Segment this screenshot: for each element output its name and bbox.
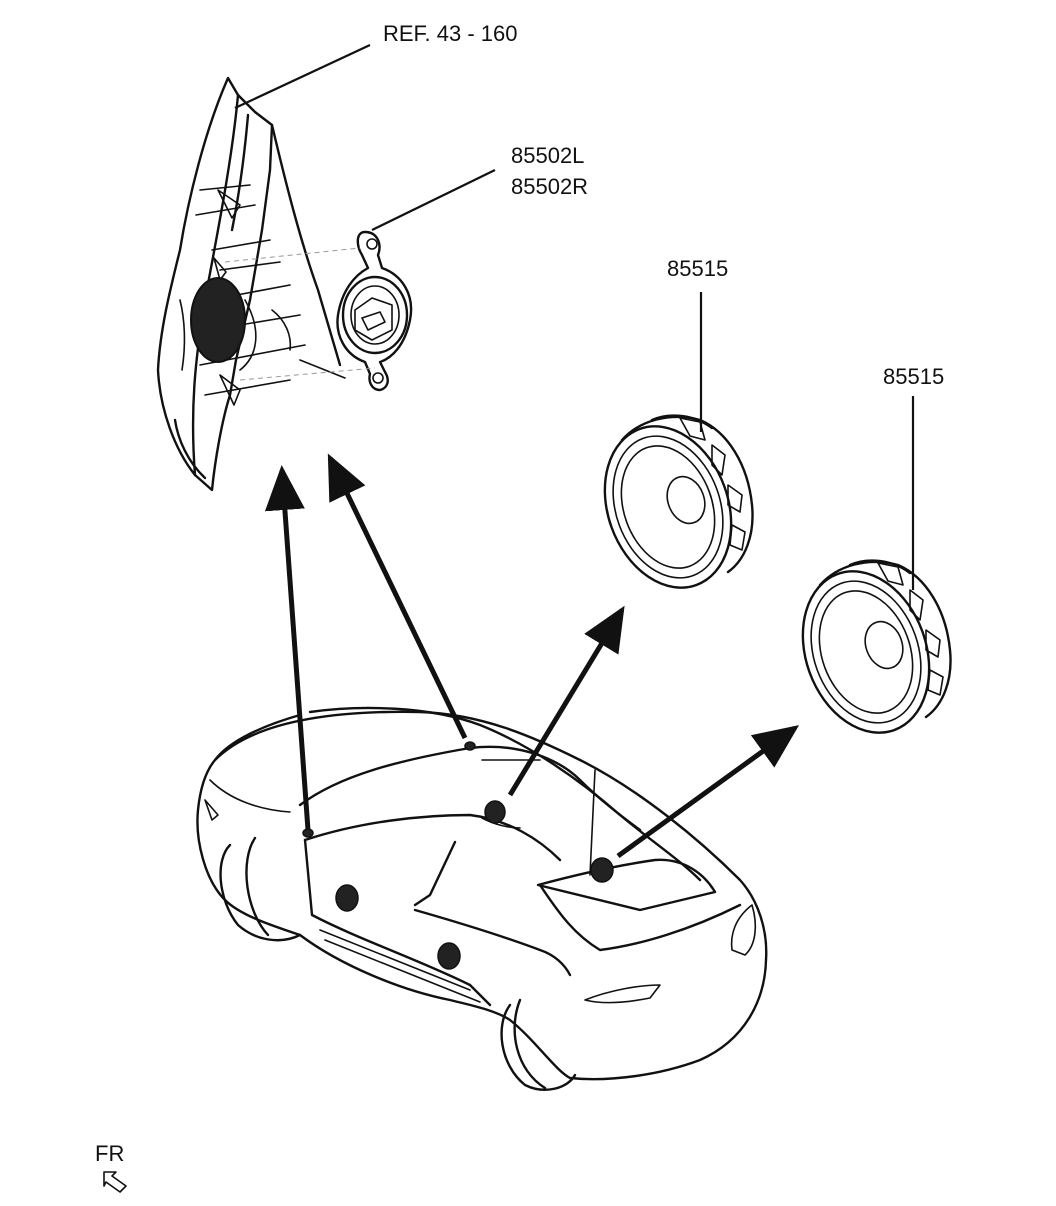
pillar-garnish xyxy=(156,76,346,492)
front-direction-label: FR xyxy=(95,1141,125,1166)
tweeter-unit xyxy=(336,230,413,392)
tweeter-left-label: 85502L xyxy=(511,143,585,168)
ref-label: REF. 43 - 160 xyxy=(383,21,518,46)
vehicle-outline xyxy=(196,706,768,1091)
door-speaker-front xyxy=(603,414,754,589)
speaker-front-label: 85515 xyxy=(667,256,729,281)
tweeter-part-labels: 85502L 85502R xyxy=(511,140,588,202)
door-speaker-rear xyxy=(801,559,952,734)
front-direction-arrow-icon xyxy=(103,1171,127,1193)
tweeter-right-label: 85502R xyxy=(511,174,589,199)
speaker-rear-label: 85515 xyxy=(883,364,945,389)
